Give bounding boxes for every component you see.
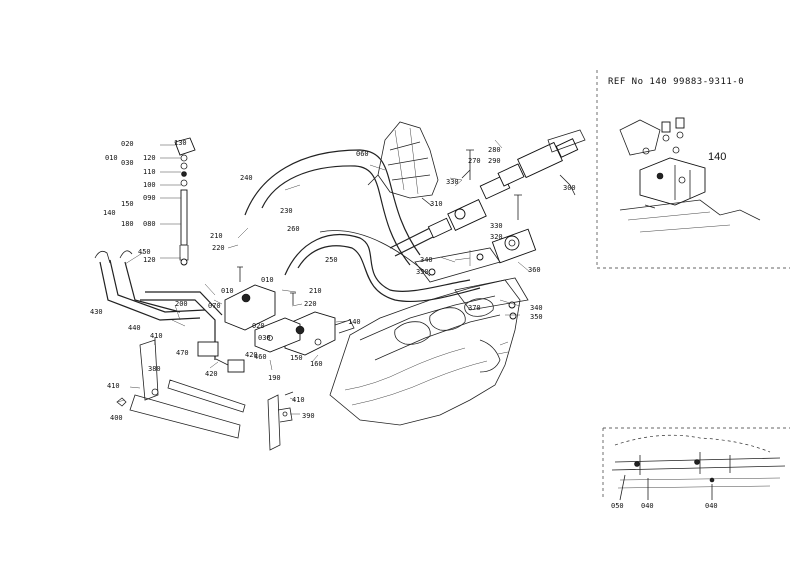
label-340b: 340 [530,304,543,312]
label-350a: 350 [416,268,429,276]
label-380: 380 [148,365,161,373]
control-levers [94,250,245,373]
seat-bracket [367,121,439,207]
label-040-inset-b: 040 [705,502,718,510]
label-030b: 030 [258,334,271,342]
engine-block [329,279,521,426]
label-250: 250 [325,256,338,264]
leader-lines [116,139,531,415]
label-150a: 150 [121,200,134,208]
label-330b: 330 [490,222,503,230]
part-labels: 010 020 030 130 120 110 100 090 140 150 … [90,139,718,510]
label-050-inset: 050 [611,502,624,510]
rod-assembly [174,137,196,266]
label-200: 200 [175,300,188,308]
label-370: 370 [468,304,481,312]
lower-bracket [116,337,246,439]
inset-detail-upper [596,70,790,269]
label-070: 070 [208,302,221,310]
label-400: 400 [110,414,123,422]
pipe-assembly-upper [389,129,586,320]
label-160: 160 [310,360,323,368]
label-460: 460 [254,353,267,361]
label-320: 320 [490,233,503,241]
label-220a: 220 [212,244,225,252]
label-140b: 140 [348,318,361,326]
label-420b: 420 [245,351,258,359]
label-140a: 140 [103,209,116,217]
label-410b: 410 [107,382,120,390]
label-030: 030 [121,159,134,167]
label-410a: 410 [150,332,163,340]
label-330a: 330 [446,178,459,186]
label-280: 280 [488,146,501,154]
label-040-inset-a: 040 [641,502,654,510]
label-350b: 350 [530,313,543,321]
label-240: 240 [240,174,253,182]
label-440: 440 [128,324,141,332]
label-210a: 210 [210,232,223,240]
label-010: 010 [105,154,118,162]
label-110: 110 [143,168,156,176]
bracket-390 [267,391,294,451]
label-430: 430 [90,308,103,316]
label-010b: 010 [221,287,234,295]
label-290: 290 [488,157,501,165]
label-220b: 220 [304,300,317,308]
label-300: 300 [563,184,576,192]
inset-detail-lower [602,427,790,501]
label-120b: 120 [143,256,156,264]
label-420: 420 [205,370,218,378]
label-080: 080 [143,220,156,228]
hydraulic-hoses [244,149,481,303]
label-020b: 020 [252,322,265,330]
label-260: 260 [287,225,300,233]
label-210b: 210 [309,287,322,295]
label-120a: 120 [143,154,156,162]
label-180: 180 [121,220,134,228]
control-valve [224,266,355,356]
label-150b: 150 [290,354,303,362]
label-450: 450 [138,248,151,256]
inset-label-140: 140 [708,151,726,163]
label-020: 020 [121,140,134,148]
label-090: 090 [143,194,156,202]
label-190: 190 [268,374,281,382]
label-270: 270 [468,157,481,165]
label-410c: 410 [292,396,305,404]
reference-number: REF No 140 99883-9311-0 [608,77,744,87]
label-230: 230 [280,207,293,215]
label-470: 470 [176,349,189,357]
label-360: 360 [528,266,541,274]
label-130: 130 [174,139,187,147]
label-390: 390 [302,412,315,420]
label-060: 060 [356,150,369,158]
label-010c: 010 [261,276,274,284]
label-340a: 340 [420,256,433,264]
label-100: 100 [143,181,156,189]
label-310: 310 [430,200,443,208]
